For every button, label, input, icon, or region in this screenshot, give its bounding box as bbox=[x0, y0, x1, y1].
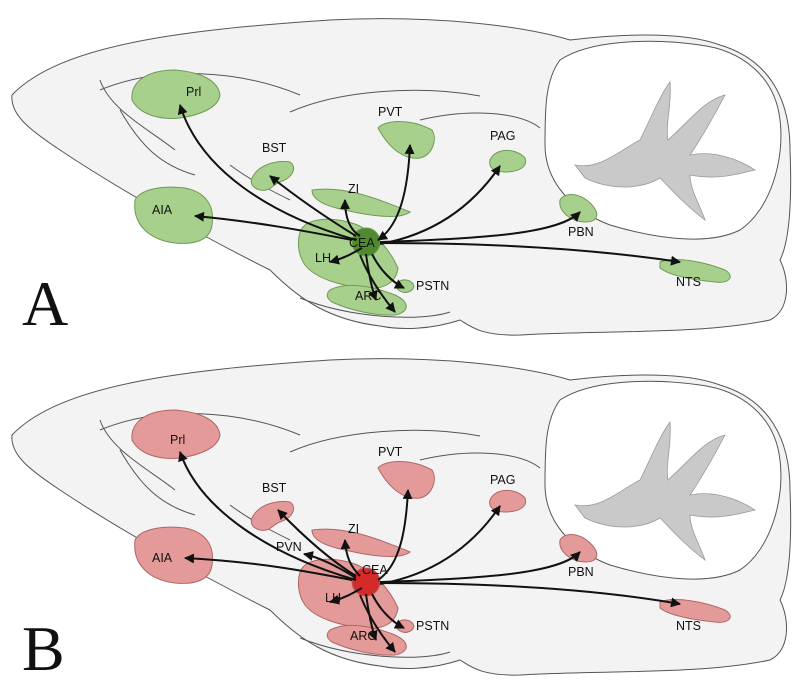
arrow-cea-to-pstn2 bbox=[359, 254, 396, 313]
label-pbn: PBN bbox=[568, 225, 594, 239]
arrow-cea-to-arc bbox=[365, 593, 378, 641]
arrow-cea-to-bst bbox=[277, 509, 357, 577]
arrow-bst-cea bbox=[269, 175, 357, 237]
label-zi: ZI bbox=[348, 182, 359, 196]
label-cea: CEA bbox=[362, 563, 388, 577]
label-prl: Prl bbox=[170, 433, 185, 447]
label-pbn: PBN bbox=[568, 565, 594, 579]
panel-letter-a: A bbox=[22, 268, 68, 339]
label-lh: LH bbox=[325, 591, 341, 605]
label-pstn: PSTN bbox=[416, 619, 449, 633]
label-aia: AIA bbox=[152, 203, 173, 217]
label-pvt: PVT bbox=[378, 105, 403, 119]
label-lh: LH bbox=[315, 251, 331, 265]
label-pag: PAG bbox=[490, 129, 515, 143]
label-pag: PAG bbox=[490, 473, 515, 487]
arrow-cea-to-pvn bbox=[303, 551, 357, 579]
arrow-cea-to-zi bbox=[340, 539, 361, 577]
arrow-cea-to-pvt bbox=[377, 489, 413, 581]
arrow-cea-to-nts bbox=[379, 582, 681, 608]
arrow-aia-to-cea bbox=[194, 211, 353, 241]
label-pstn: PSTN bbox=[416, 279, 449, 293]
panel-letter-b: B bbox=[22, 613, 65, 684]
labels-b: Prl AIA BST PVT PAG ZI PVN CEA LH ARC PS… bbox=[152, 433, 701, 643]
label-nts: NTS bbox=[676, 275, 701, 289]
label-aia: AIA bbox=[152, 551, 173, 565]
arrow-cea-to-pbn bbox=[379, 551, 581, 583]
projections-b bbox=[178, 451, 681, 653]
label-bst: BST bbox=[262, 141, 287, 155]
label-cea: CEA bbox=[349, 236, 375, 250]
label-arc: ARC bbox=[355, 289, 381, 303]
arrow-pag-to-cea bbox=[379, 165, 501, 245]
label-nts: NTS bbox=[676, 619, 701, 633]
region-pbn bbox=[559, 534, 598, 563]
panel-b: Prl AIA BST PVT PAG ZI PVN CEA LH ARC PS… bbox=[11, 358, 792, 684]
arrow-pvt-to-cea bbox=[377, 144, 415, 241]
region-pbn bbox=[559, 194, 598, 223]
arrow-lh-cea bbox=[329, 247, 363, 265]
arrow-nts-to-cea bbox=[379, 242, 681, 266]
label-arc: ARC bbox=[350, 629, 376, 643]
projections-a bbox=[177, 104, 681, 313]
arrow-arc-cea bbox=[365, 253, 378, 301]
label-prl: Prl bbox=[186, 85, 201, 99]
region-prl bbox=[131, 69, 221, 119]
arrow-pbn-nts bbox=[379, 211, 581, 243]
region-pag bbox=[489, 489, 527, 513]
arrow-cea-to-arc2 bbox=[359, 594, 396, 653]
region-pvt bbox=[377, 461, 435, 499]
arrow-cea-to-aia bbox=[184, 553, 353, 581]
label-bst: BST bbox=[262, 481, 287, 495]
label-pvt: PVT bbox=[378, 445, 403, 459]
region-zi bbox=[311, 528, 411, 557]
label-pvn: PVN bbox=[276, 540, 302, 554]
label-zi: ZI bbox=[348, 522, 359, 536]
regions-b bbox=[131, 409, 731, 656]
arrow-cea-to-prl bbox=[177, 104, 357, 241]
region-bst bbox=[250, 501, 295, 531]
arrow-pstn-cea bbox=[371, 253, 405, 289]
arrow-cea-to-prl bbox=[178, 451, 357, 581]
arrow-zi-to-cea bbox=[340, 199, 361, 237]
region-aia bbox=[134, 526, 214, 584]
labels-a: Prl AIA BST PVT PAG ZI CEA LH ARC PSTN P… bbox=[152, 85, 701, 303]
arrow-cea-to-lh bbox=[329, 587, 363, 605]
region-prl bbox=[131, 409, 221, 459]
panel-a: Prl AIA BST PVT PAG ZI CEA LH ARC PSTN P… bbox=[11, 18, 792, 339]
region-aia bbox=[134, 186, 214, 244]
region-pag bbox=[489, 149, 527, 173]
arrow-cea-to-pag bbox=[379, 505, 501, 585]
arrow-cea-to-pstn bbox=[371, 593, 405, 629]
